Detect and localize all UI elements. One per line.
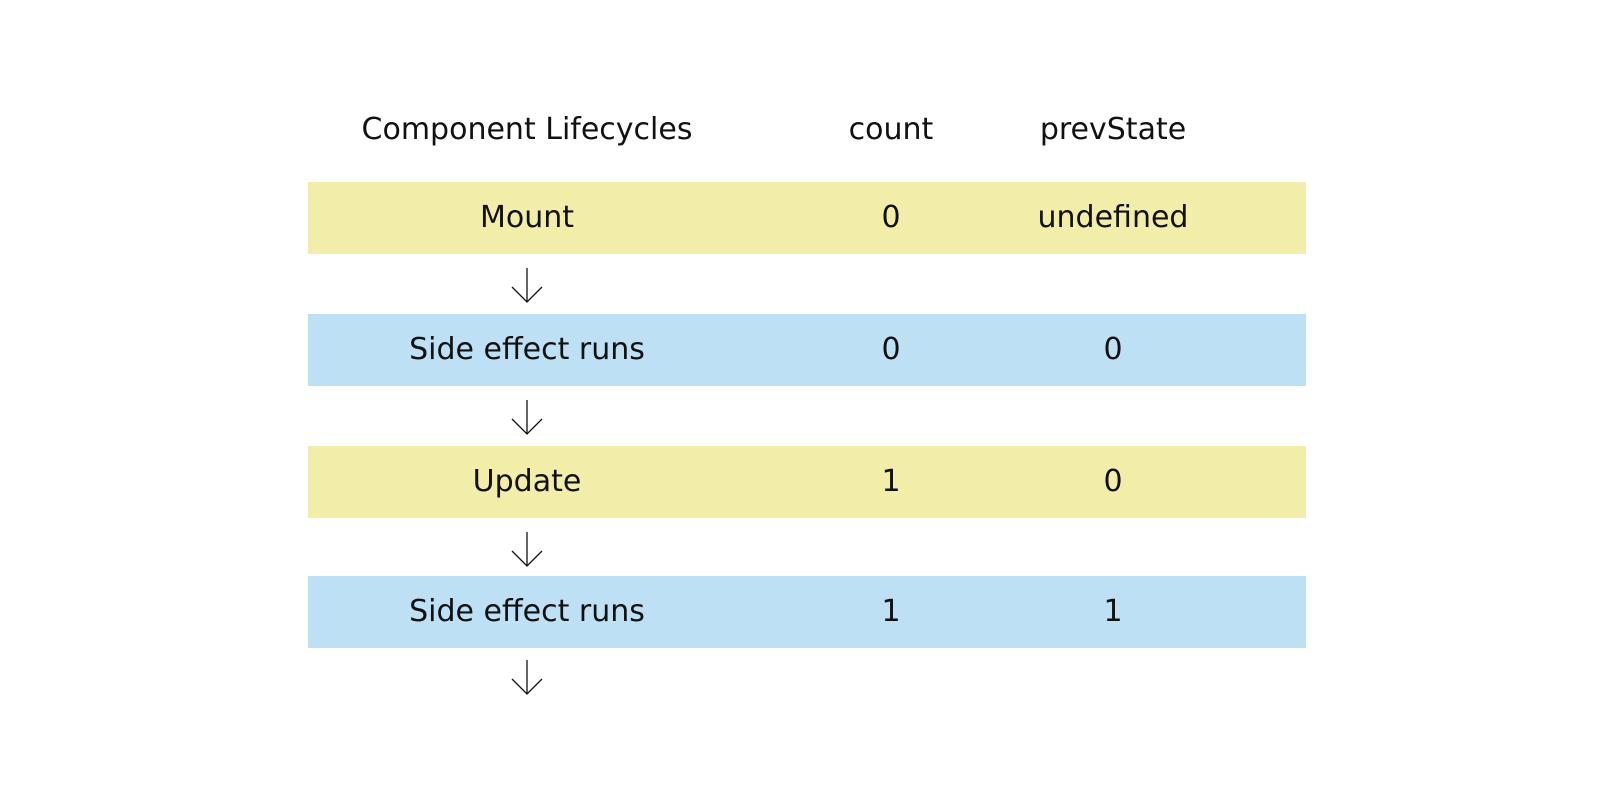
lifecycle-row-update: Update 1 0: [308, 446, 1306, 518]
table-header: Component Lifecycles count prevState: [0, 108, 1600, 152]
header-count: count: [848, 112, 934, 147]
arrow-down-icon: [511, 400, 543, 435]
arrow-down-icon: [511, 660, 543, 695]
lifecycle-row-mount: Mount 0 undefined: [308, 182, 1306, 254]
arrow-down-icon: [511, 268, 543, 303]
arrow-down-icon: [511, 532, 543, 567]
lifecycle-row-side-effect: Side effect runs 1 1: [308, 576, 1306, 648]
row-count-value: 1: [881, 464, 901, 499]
row-prev-state-value: undefined: [1037, 200, 1189, 235]
row-prev-state-value: 0: [1103, 464, 1123, 499]
row-count-value: 0: [881, 200, 901, 235]
header-prev-state: prevState: [1039, 112, 1187, 147]
row-prev-state-value: 0: [1103, 332, 1123, 367]
row-count-value: 1: [881, 594, 901, 629]
lifecycle-row-side-effect: Side effect runs 0 0: [308, 314, 1306, 386]
row-lifecycle-label: Update: [472, 464, 582, 499]
row-lifecycle-label: Side effect runs: [409, 594, 645, 629]
row-lifecycle-label: Side effect runs: [409, 332, 645, 367]
row-prev-state-value: 1: [1103, 594, 1123, 629]
row-lifecycle-label: Mount: [479, 200, 575, 235]
row-count-value: 0: [881, 332, 901, 367]
header-lifecycle: Component Lifecycles: [361, 112, 693, 147]
